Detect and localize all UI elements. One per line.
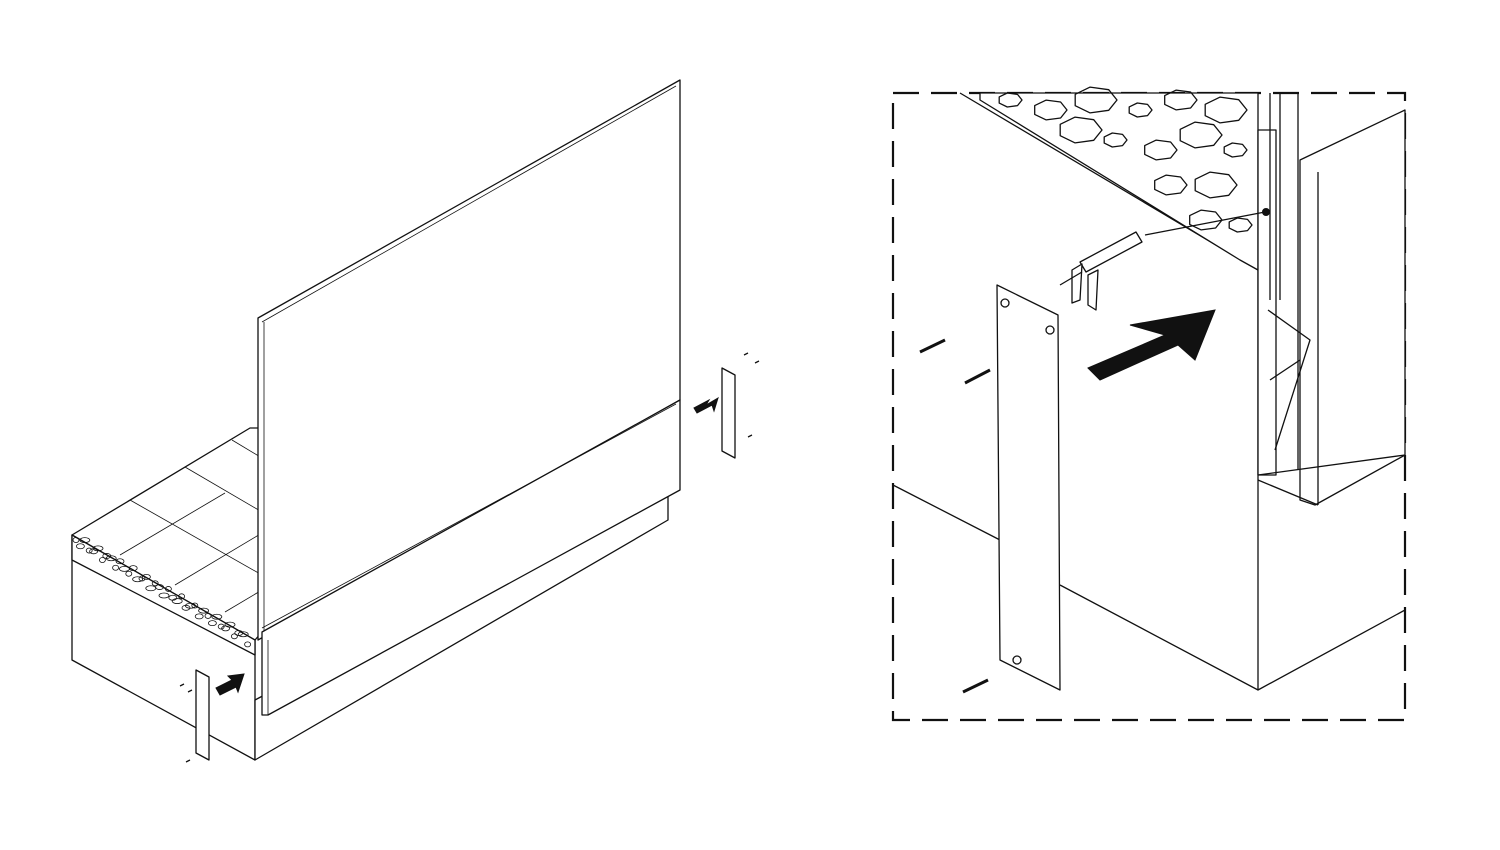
cover-plate[interactable] [996,284,1061,691]
base-channel-cladding [261,399,681,716]
stone [1154,174,1188,196]
glass-edge [261,85,677,323]
tile-grid [119,439,263,613]
channel-lip [261,403,677,629]
gravel-stones [998,86,1253,233]
gravel-pebbles [72,537,252,648]
pebble [99,557,106,563]
pebble [125,570,133,577]
pebble [224,621,236,628]
pebble [164,586,172,592]
pebble [128,565,138,572]
pebble [112,564,119,571]
arrow-icon [1087,309,1216,381]
stone [1204,96,1248,124]
overview-assembly [71,79,760,763]
pebble [198,607,210,614]
stone [1059,116,1103,144]
end-cap-plate-right[interactable] [721,367,736,459]
pebble [181,604,191,611]
pebble [141,573,151,580]
pebble [244,641,252,648]
wall-bottom-edge [892,484,1001,541]
stone [1194,171,1238,199]
end-cap-plate-left[interactable] [195,669,210,761]
pebble [178,593,186,600]
pebble [204,613,212,619]
stone [1228,217,1253,233]
stone [1034,99,1068,121]
pebble [155,584,165,590]
stone [1179,121,1223,149]
pebble [184,602,196,609]
pebble [105,555,117,562]
arrow-icon [215,673,245,696]
stone [998,92,1023,108]
channel-profile [1257,93,1406,506]
pebble [237,631,249,638]
pebble [158,592,170,599]
gravel-section [979,92,1259,271]
stone [1128,102,1153,118]
pebble [79,537,91,544]
pebble [211,613,223,620]
pebble [85,547,93,554]
pebble [89,548,98,555]
detail-view [891,86,1407,722]
pebble [191,602,199,609]
pebble [151,580,159,587]
pebble [92,545,104,552]
slab-edge [1257,609,1406,691]
pebble [132,576,144,583]
stone [1223,142,1248,158]
pebble [230,633,238,640]
pebble [115,558,125,565]
pebble [217,623,225,630]
stone [1074,86,1118,114]
arrow-icon [693,396,719,414]
stone [1144,139,1178,161]
pebble [72,537,80,543]
pebble [207,620,217,627]
caulk-gun-icon [1059,208,1270,311]
pebble [171,598,183,604]
screw-icon [919,338,991,694]
pebble [76,543,85,550]
stone [1189,209,1223,231]
stone [1164,89,1198,111]
stone [1103,132,1128,148]
pebble [194,613,204,620]
screw-marks [179,352,760,763]
pebble [138,575,146,582]
